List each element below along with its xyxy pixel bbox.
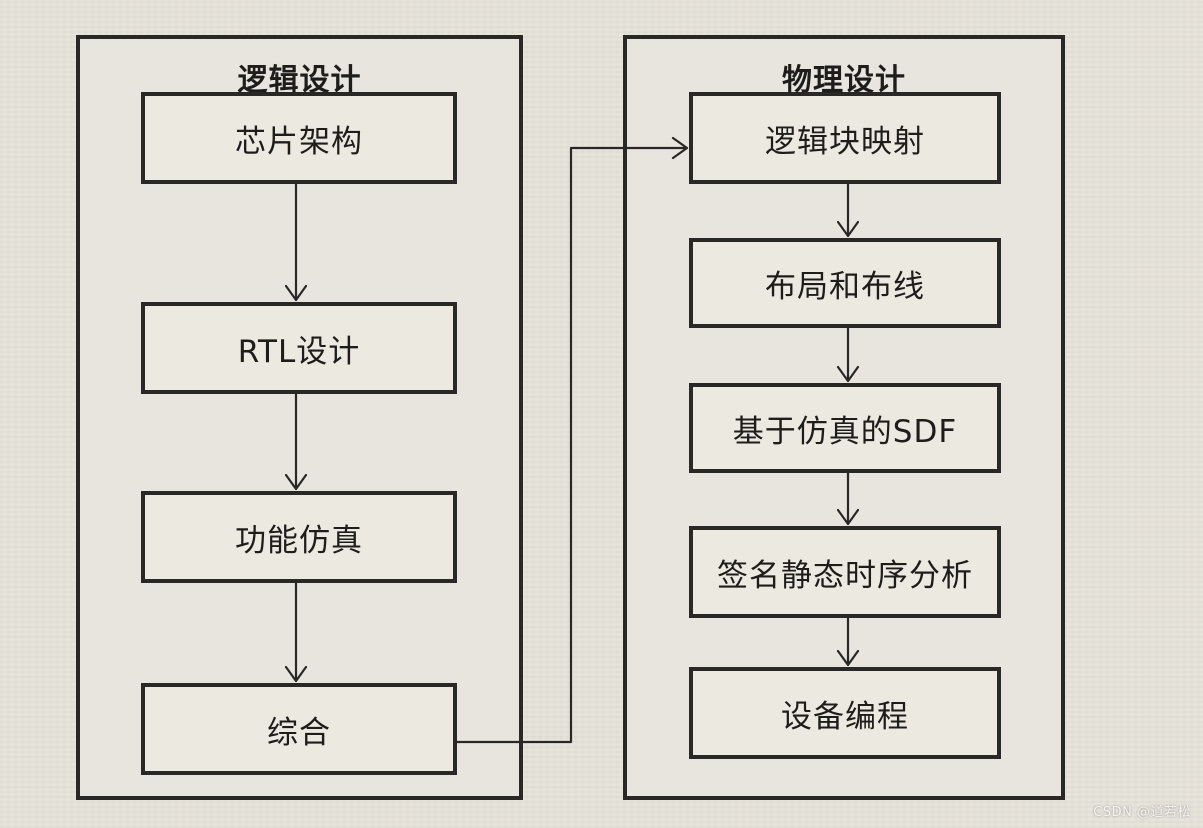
step-chip-architecture: 芯片架构 <box>141 92 457 184</box>
step-device-programming: 设备编程 <box>689 667 1001 759</box>
step-synthesis: 综合 <box>141 683 457 775</box>
step-simulation-based-sdf: 基于仿真的SDF <box>689 383 1001 473</box>
step-logic-block-mapping: 逻辑块映射 <box>689 92 1001 184</box>
step-signoff-static-timing-analysis: 签名静态时序分析 <box>689 526 1001 618</box>
step-functional-simulation: 功能仿真 <box>141 491 457 583</box>
watermark-text: CSDN @道若松 <box>1093 805 1191 820</box>
step-place-and-route: 布局和布线 <box>689 238 1001 328</box>
step-rtl-design: RTL设计 <box>141 302 457 394</box>
